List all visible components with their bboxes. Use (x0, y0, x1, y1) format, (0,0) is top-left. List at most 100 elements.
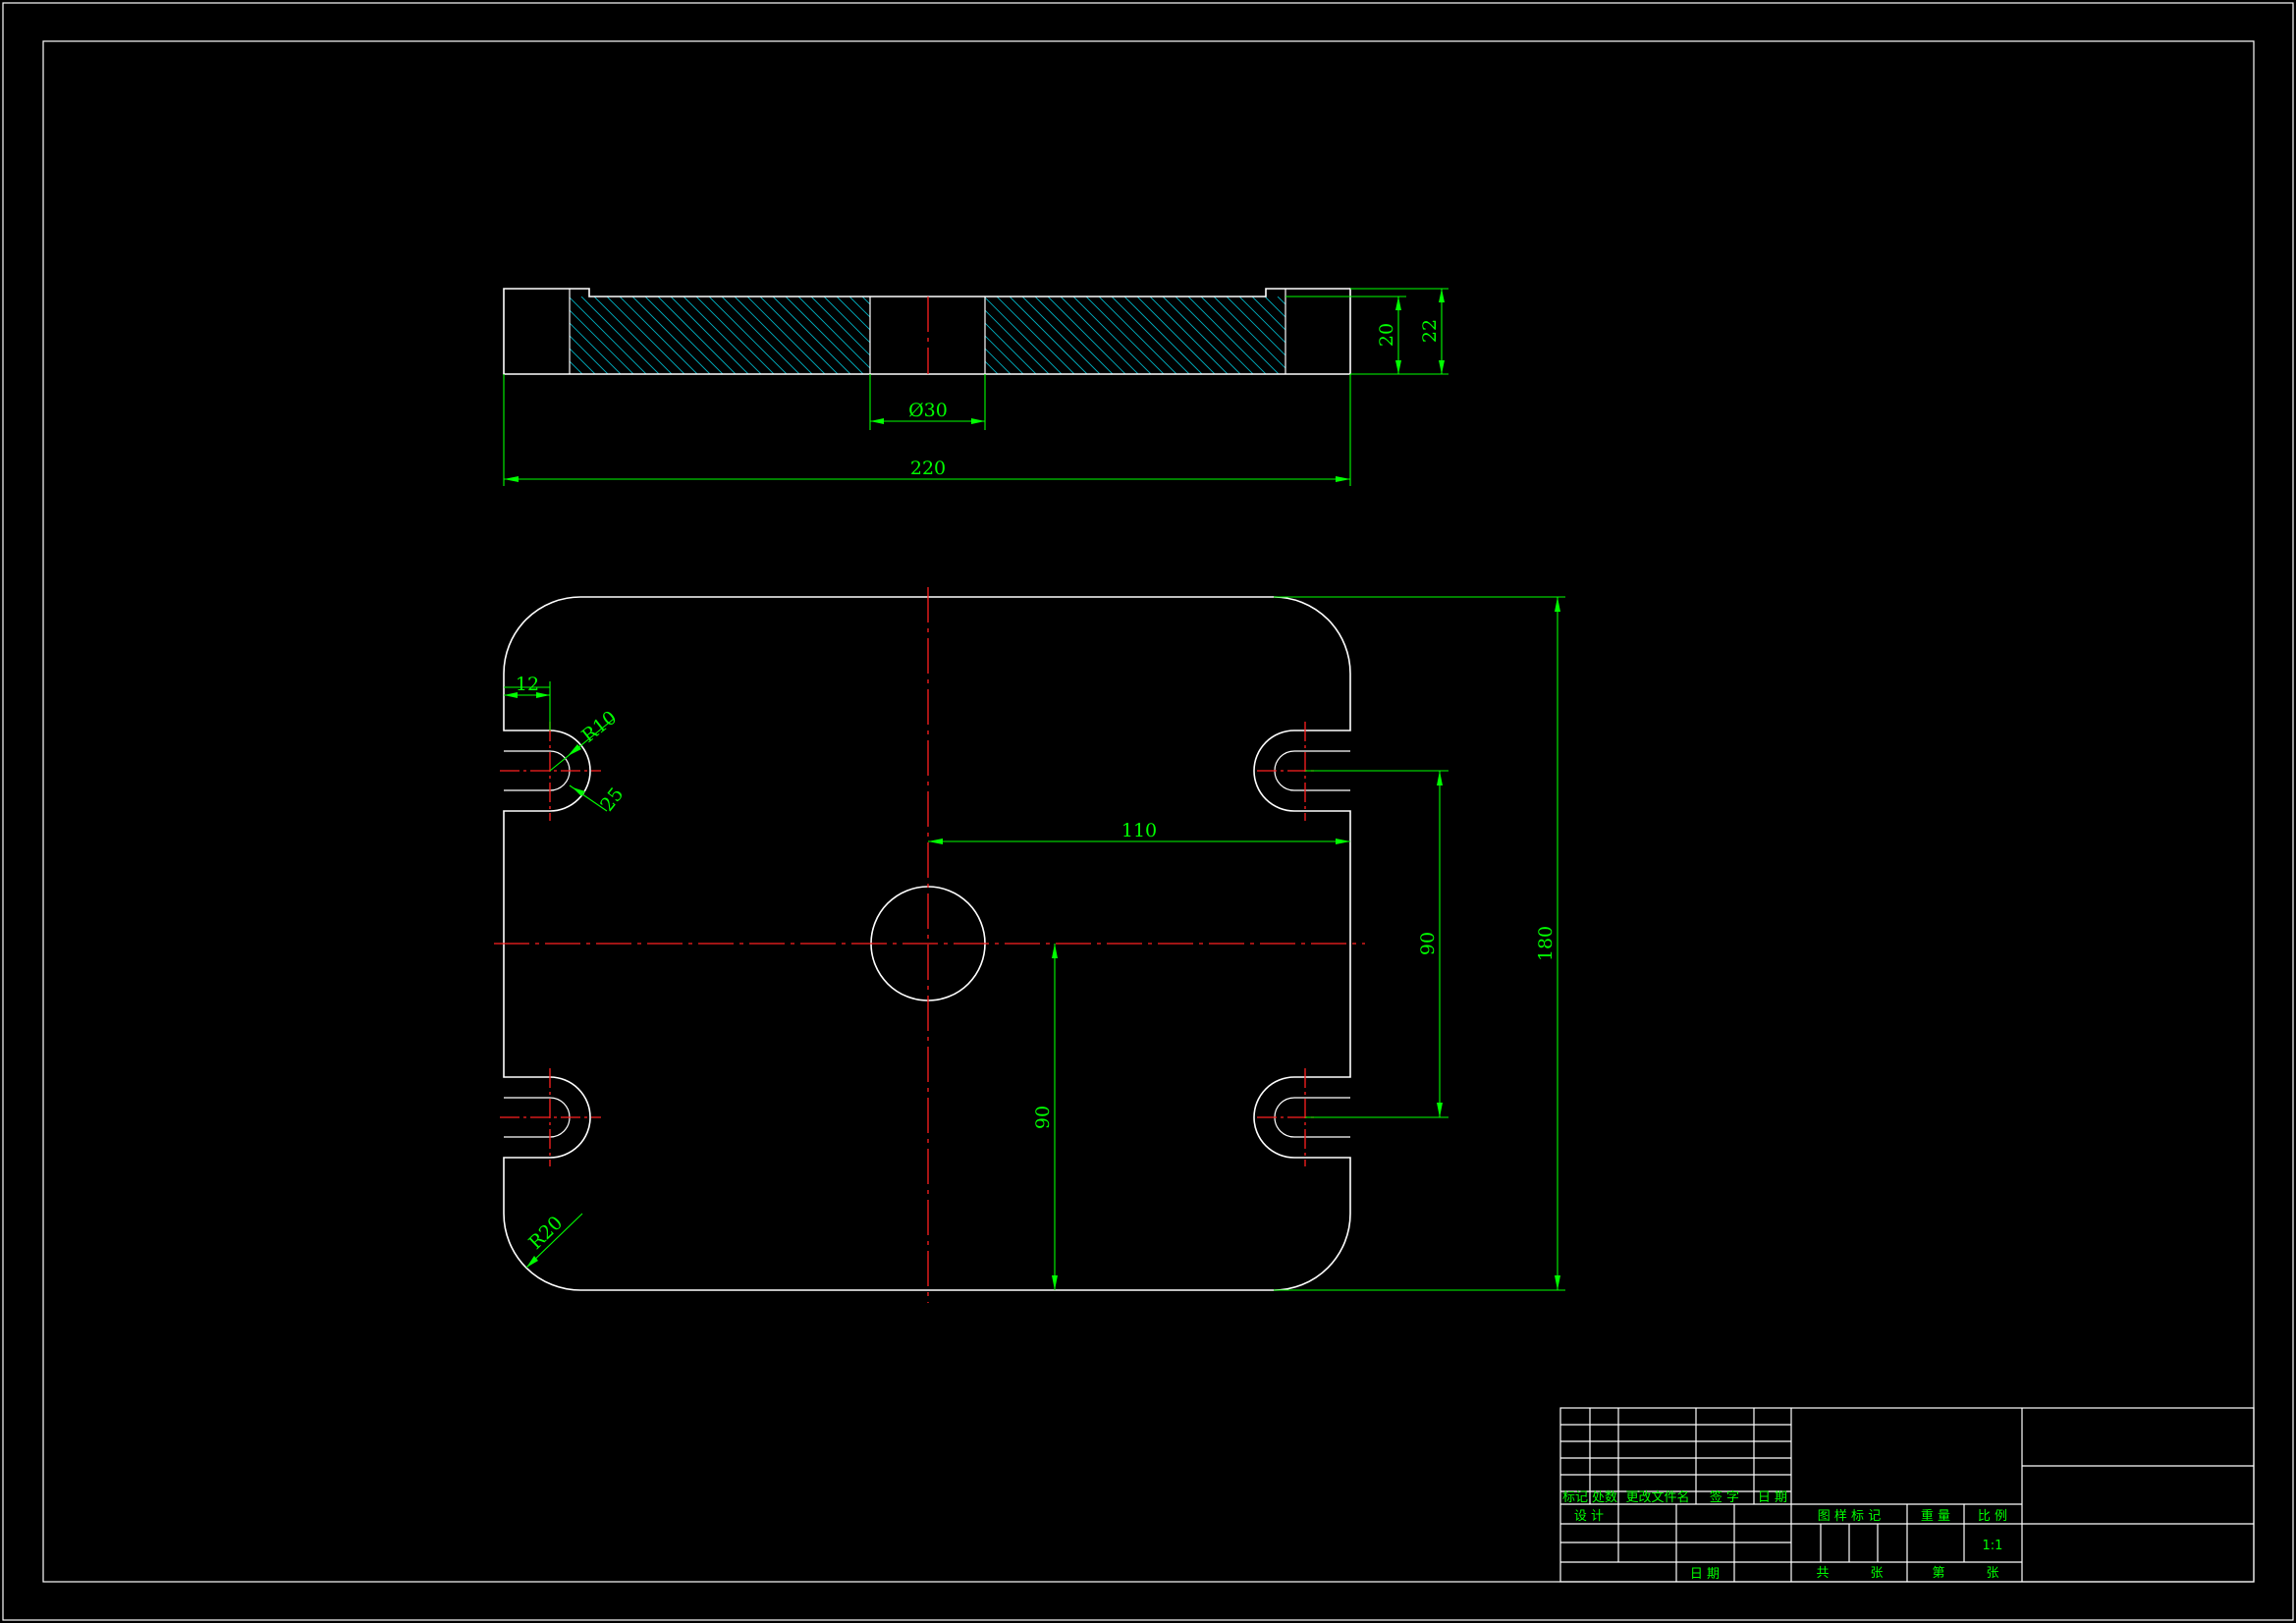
hatch-line (1226, 297, 1285, 356)
hatch-line (1047, 297, 1126, 374)
title-block: 标记 处数 更改文件名 签 字 日 期 设 计 日 期 图 样 标 记 重 量 … (1559, 1407, 2255, 1583)
dim-corner-radius-text: R20 (524, 1212, 567, 1254)
dim-half-width: 110 (928, 820, 1350, 844)
tb-rev-doc: 更改文件名 (1625, 1489, 1689, 1505)
tb-date: 日 期 (1690, 1567, 1720, 1582)
approval-grid (1791, 1503, 2022, 1582)
hatch-line (708, 297, 788, 374)
hatch-line (772, 297, 851, 374)
hatch-line (1111, 297, 1190, 374)
hatch-line (1072, 297, 1152, 374)
hatch-line (670, 297, 749, 374)
hatch-line (1034, 297, 1114, 374)
dim-slot-radius: R10 (549, 707, 621, 772)
hatch-line (901, 297, 978, 374)
hatch-line (1187, 297, 1267, 374)
hatch-line (1277, 297, 1285, 305)
hatch-line (810, 297, 870, 356)
hatch-line (823, 297, 870, 344)
dim-half-height: 90 (1032, 944, 1058, 1290)
tb-sheet-no: 第 (1932, 1566, 1944, 1581)
hatch-line (721, 297, 800, 374)
hatch-line (593, 297, 673, 374)
dim-bore-text: Ø30 (908, 400, 948, 421)
dim-plate-thickness: 22 (1350, 288, 1449, 374)
hatch-line (631, 297, 711, 374)
tb-total: 共 (1816, 1566, 1829, 1581)
hatch-line (985, 348, 1011, 374)
tb-weight: 重 量 (1921, 1508, 1950, 1524)
dim-corner-radius: R20 (524, 1212, 583, 1269)
hatch-line (570, 322, 622, 374)
hatch-line (1009, 297, 1088, 374)
hatch-line (913, 297, 991, 374)
hatch-line (785, 297, 864, 374)
hatch-line (939, 297, 1016, 374)
sheet-inner-border (42, 40, 2255, 1583)
hatch-line (1290, 297, 1368, 374)
hatch-line (797, 297, 870, 369)
dim-thickness-text: 22 (1419, 319, 1441, 343)
section-hatching (570, 297, 1381, 374)
hatch-line (836, 297, 870, 331)
dim-half-height-text: 90 (1032, 1106, 1054, 1129)
dim-bore-diameter: Ø30 (869, 374, 986, 430)
hatch-line (1098, 297, 1177, 374)
tb-stage-mark: 图 样 标 记 (1818, 1509, 1881, 1524)
hatch-line (1264, 297, 1285, 318)
dim-slot-spacing-text: 90 (1417, 932, 1439, 955)
plan-view: 12 R10 25 110 90 (494, 587, 1565, 1303)
hatch-line (570, 360, 583, 374)
hatch-line (759, 297, 839, 374)
hatch-line (644, 297, 724, 374)
hatch-line (1021, 297, 1101, 374)
hatch-line (570, 348, 596, 374)
hatch-line (1162, 297, 1241, 374)
dim-slot-offset: 12 (504, 674, 551, 730)
hatch-line (1213, 297, 1285, 369)
hatch-line (875, 297, 953, 374)
tb-design: 设 计 (1574, 1509, 1604, 1524)
section-view: Ø30 220 20 22 (503, 288, 1449, 486)
tb-sheets: 张 (1870, 1566, 1883, 1581)
hatch-line (926, 297, 1004, 374)
dim-half-width-text: 110 (1121, 820, 1157, 841)
hatch-line (1060, 297, 1139, 374)
hatch-line (695, 297, 775, 374)
hatch-line (570, 309, 634, 374)
dim-slot-offset-text: 12 (516, 674, 539, 695)
hatch-line (985, 360, 999, 374)
tb-rev-sign: 签 字 (1710, 1489, 1739, 1505)
hatch-line (1085, 297, 1165, 374)
dim-slot-width-text: 25 (596, 784, 628, 816)
hatch-line (985, 335, 1024, 374)
dim-plate-depth: 20 (1285, 296, 1449, 375)
hatch-line (1200, 297, 1280, 374)
hatch-line (746, 297, 826, 374)
tb-scale-value: 1:1 (1983, 1539, 2003, 1553)
hatch-line (570, 297, 647, 374)
hatch-line (580, 297, 660, 374)
hatch-line (657, 297, 737, 374)
hatch-line (985, 297, 1063, 374)
hatch-line (985, 309, 1050, 374)
hatch-line (985, 322, 1037, 374)
hatch-line (1251, 297, 1285, 331)
hatch-line (1238, 297, 1285, 344)
hatch-line (1136, 297, 1216, 374)
section-outline (503, 288, 1351, 375)
hatch-line (683, 297, 762, 374)
hatch-line (734, 297, 813, 374)
tb-sheet: 张 (1986, 1566, 1998, 1581)
dim-height-text: 180 (1535, 926, 1557, 961)
dim-overall-length: 220 (503, 374, 1351, 486)
hatch-line (1303, 297, 1381, 374)
dim-depth-text: 20 (1376, 323, 1397, 347)
hatch-line (606, 297, 685, 374)
hatch-line (996, 297, 1075, 374)
hatch-line (619, 297, 698, 374)
tb-rev-count: 处数 (1592, 1490, 1617, 1505)
tb-rev-date: 日 期 (1758, 1490, 1787, 1505)
tb-rev-mark: 标记 (1562, 1490, 1588, 1505)
